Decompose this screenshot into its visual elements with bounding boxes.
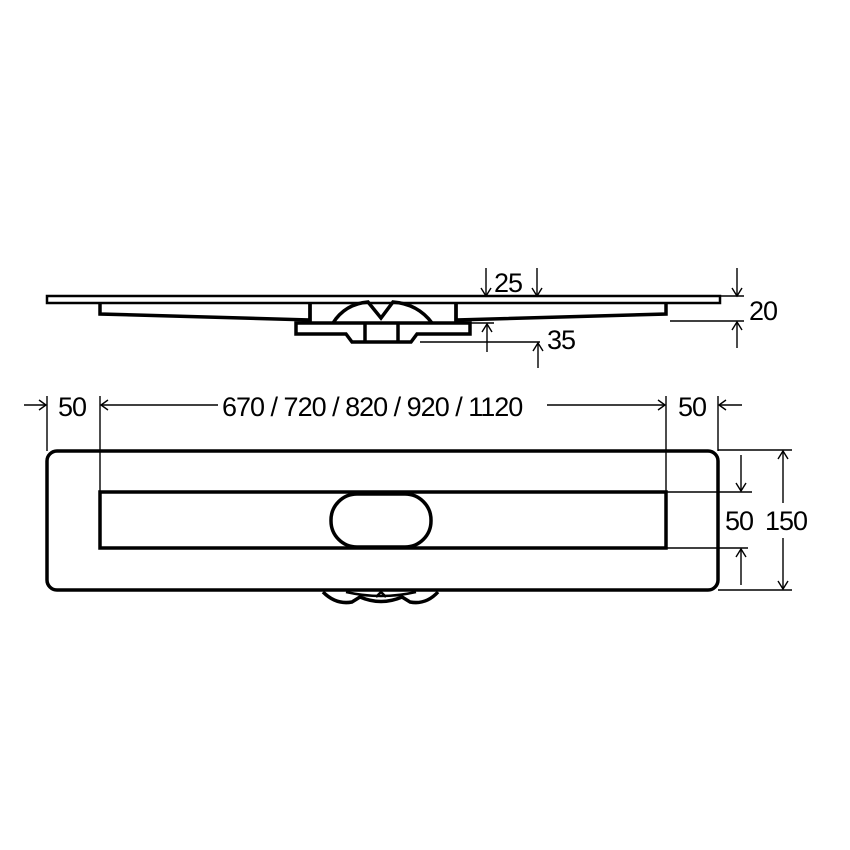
dim-right-margin: 50 bbox=[678, 392, 742, 451]
label-150: 150 bbox=[765, 506, 807, 536]
channel bbox=[98, 490, 668, 550]
label-35: 35 bbox=[547, 325, 575, 355]
label-right-50: 50 bbox=[678, 392, 706, 422]
dim-channel-length: 670 / 720 / 820 / 920 / 1120 bbox=[99, 392, 667, 492]
outlet-dome bbox=[331, 300, 434, 325]
dim-left-margin: 50 bbox=[24, 392, 101, 492]
top-view: 50 670 / 720 / 820 / 920 / 1120 50 5 bbox=[24, 392, 808, 605]
dim-top-thickness: 20 bbox=[670, 268, 778, 348]
dim-channel-width: 50 bbox=[666, 455, 754, 585]
left-body bbox=[98, 303, 312, 322]
label-left-50: 50 bbox=[58, 392, 86, 422]
side-view: 25 20 35 bbox=[45, 268, 778, 368]
outer-plate bbox=[45, 449, 720, 592]
label-channel-length: 670 / 720 / 820 / 920 / 1120 bbox=[222, 392, 522, 422]
outlet-arc-below bbox=[321, 590, 440, 605]
dim-outlet-depth: 35 bbox=[420, 322, 576, 368]
right-body bbox=[454, 303, 668, 322]
dim-flange-width: 25 bbox=[480, 268, 543, 298]
outlet-oval bbox=[329, 492, 433, 549]
label-25: 25 bbox=[494, 268, 522, 298]
top-plate bbox=[45, 294, 722, 305]
label-20: 20 bbox=[749, 296, 777, 326]
label-50-width: 50 bbox=[725, 506, 753, 536]
outlet-flange bbox=[294, 321, 472, 344]
dim-overall-width: 150 bbox=[718, 449, 808, 591]
